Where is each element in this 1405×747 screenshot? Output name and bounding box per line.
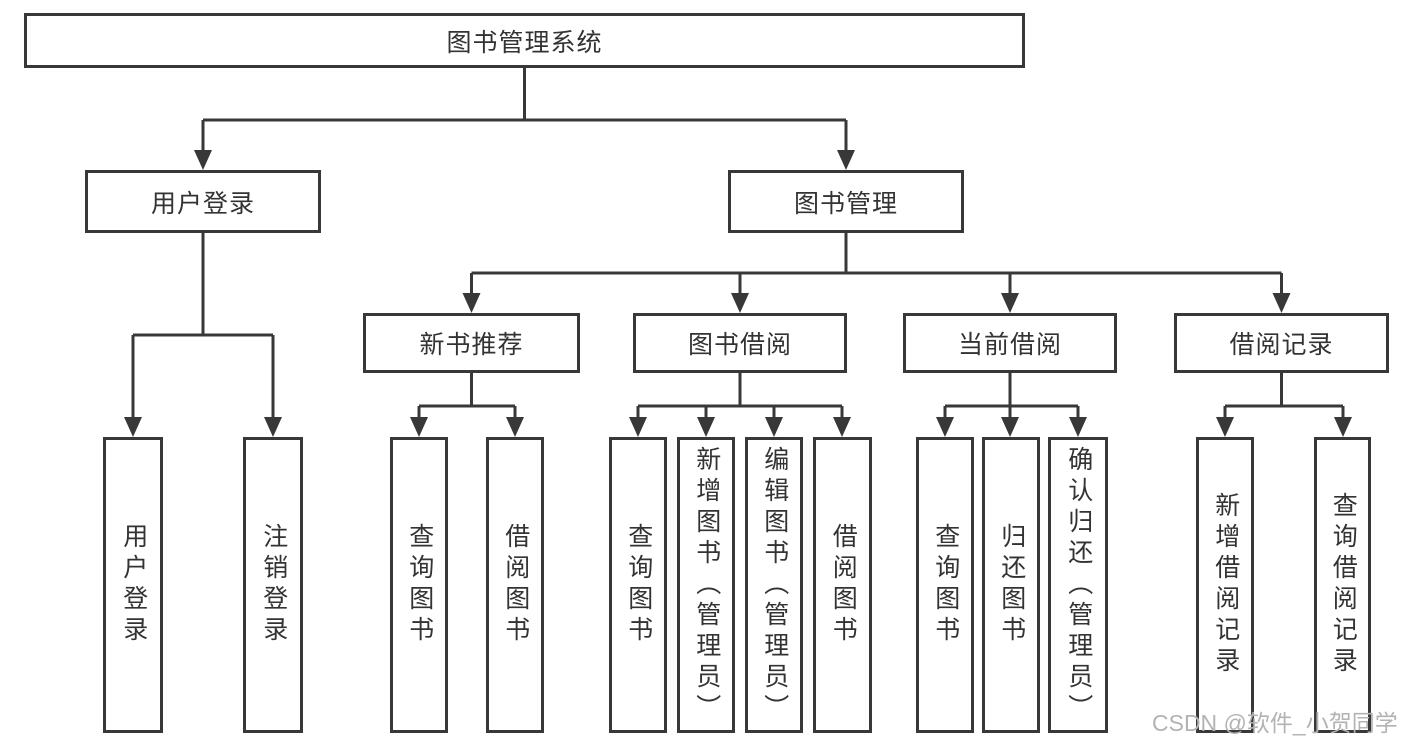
leaf-current-query: 查询图书 <box>916 437 974 733</box>
leaf-borrow-query-label: 查询图书 <box>624 523 653 647</box>
node-book-borrow-label: 图书借阅 <box>687 331 792 359</box>
node-user-login-label: 用户登录 <box>150 189 255 218</box>
leaf-borrow-edit-admin-label: 编辑图书（管理员） <box>760 445 789 725</box>
leaf-newbook-borrow-label: 借阅图书 <box>501 523 530 647</box>
leaf-borrow-book: 借阅图书 <box>813 437 872 733</box>
node-user-login: 用户登录 <box>85 170 321 233</box>
leaf-logout-label: 注销登录 <box>259 523 288 647</box>
leaf-user-login: 用户登录 <box>103 437 163 733</box>
leaf-records-query: 查询借阅记录 <box>1314 437 1371 733</box>
connector-newbook-branch <box>410 373 524 437</box>
leaf-borrow-book-label: 借阅图书 <box>829 523 858 647</box>
node-new-book-recommend: 新书推荐 <box>363 313 580 373</box>
node-new-book-recommend-label: 新书推荐 <box>419 331 524 359</box>
node-root-label: 图书管理系统 <box>446 28 603 57</box>
leaf-current-query-label: 查询图书 <box>931 523 960 647</box>
leaf-records-query-label: 查询借阅记录 <box>1329 492 1358 678</box>
leaf-current-return-label: 归还图书 <box>997 523 1026 647</box>
leaf-borrow-edit-admin: 编辑图书（管理员） <box>745 437 803 733</box>
leaf-current-confirm-admin-label: 确认归还（管理员） <box>1064 445 1093 725</box>
leaf-records-add-label: 新增借阅记录 <box>1211 492 1240 678</box>
leaf-borrow-query: 查询图书 <box>609 437 667 733</box>
connector-bookmgmt-to-level3 <box>462 233 1291 313</box>
connector-borrow-branch <box>629 373 851 437</box>
leaf-current-return: 归还图书 <box>982 437 1040 733</box>
leaf-borrow-add-admin-label: 新增图书（管理员） <box>692 445 721 725</box>
node-current-borrow: 当前借阅 <box>903 313 1117 373</box>
node-book-borrow: 图书借阅 <box>633 313 847 373</box>
connector-records-branch <box>1216 373 1352 437</box>
leaf-logout: 注销登录 <box>243 437 303 733</box>
csdn-watermark: CSDN @软件_小贺同学 <box>1152 710 1398 736</box>
node-borrow-records-label: 借阅记录 <box>1229 331 1334 359</box>
leaf-newbook-borrow: 借阅图书 <box>486 437 544 733</box>
leaf-user-login-label: 用户登录 <box>119 523 148 647</box>
leaf-records-add: 新增借阅记录 <box>1196 437 1254 733</box>
leaf-newbook-query-label: 查询图书 <box>405 523 434 647</box>
leaf-borrow-add-admin: 新增图书（管理员） <box>677 437 735 733</box>
connector-root-to-level2 <box>194 68 855 170</box>
connector-userlogin-branch <box>124 233 282 437</box>
leaf-newbook-query: 查询图书 <box>390 437 448 733</box>
node-root-system: 图书管理系统 <box>24 13 1025 68</box>
node-book-management: 图书管理 <box>728 170 964 233</box>
leaf-current-confirm-admin: 确认归还（管理员） <box>1048 437 1108 733</box>
node-book-management-label: 图书管理 <box>793 189 898 218</box>
node-current-borrow-label: 当前借阅 <box>957 331 1062 359</box>
connector-current-branch <box>936 373 1087 437</box>
node-borrow-records: 借阅记录 <box>1174 313 1389 373</box>
